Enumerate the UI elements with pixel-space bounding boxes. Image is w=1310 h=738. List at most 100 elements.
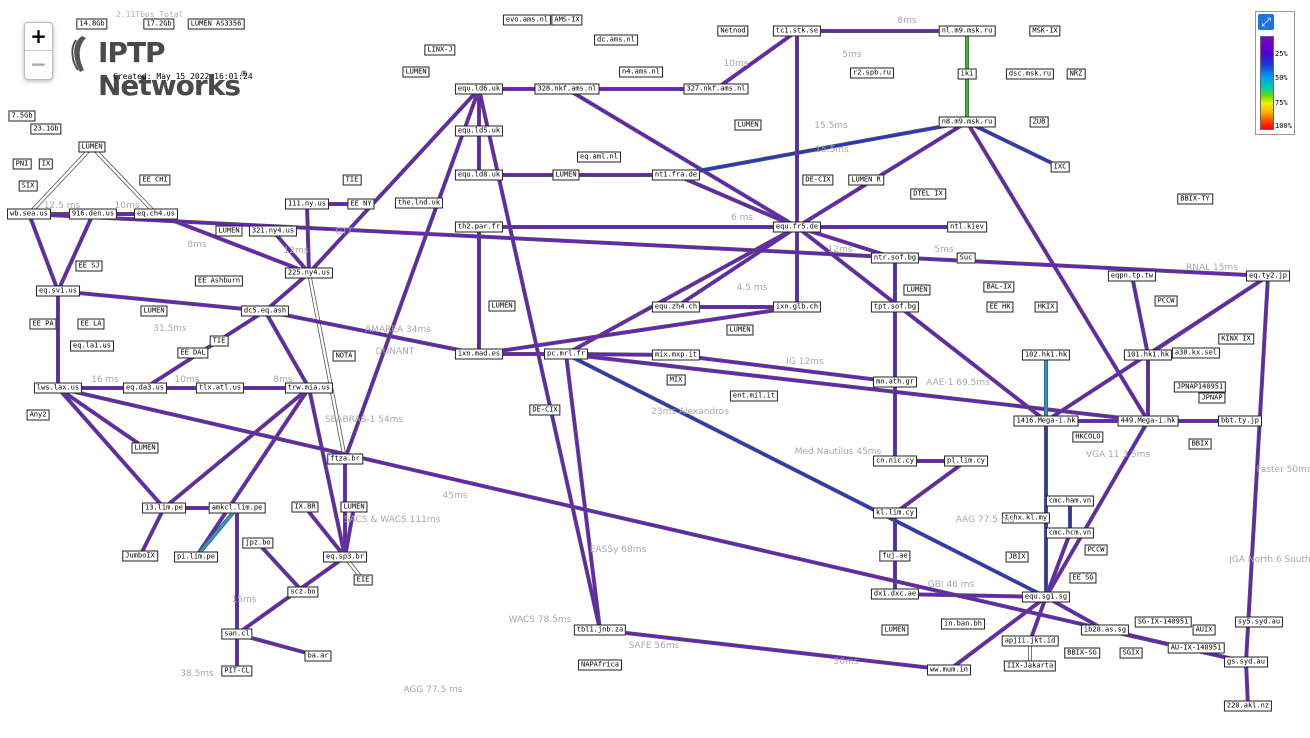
link-ny111-ny225[interactable] xyxy=(305,203,311,274)
node-sgix140951[interactable]: SG-IX-140951 xyxy=(1134,616,1192,628)
node-pi-lim[interactable]: pi.lim.pe xyxy=(174,551,218,563)
node-wb-sea[interactable]: wb.sea.us xyxy=(7,208,51,220)
node-ee-sj[interactable]: EE SJ xyxy=(75,260,103,272)
link-ny321-ny225[interactable] xyxy=(272,230,310,274)
node-sixa[interactable]: SIX xyxy=(18,180,38,192)
node-jpnap[interactable]: JPNAP xyxy=(1198,392,1226,404)
node-evo-ams[interactable]: evo.ams.nl xyxy=(502,14,552,26)
link-lws_lax-lumen_mid[interactable] xyxy=(57,387,146,449)
node-pl-lim[interactable]: pl.lim.cy xyxy=(944,455,988,467)
node-n8-m9[interactable]: n8.m9.msk.ru xyxy=(938,116,996,128)
node-bbix-ty[interactable]: BBIX-TY xyxy=(1177,193,1213,205)
node-ba-ar[interactable]: ba.ar xyxy=(304,650,332,662)
node-pc-mrl[interactable]: pc.mrl.fr xyxy=(544,348,588,360)
node-nkf327[interactable]: 327.nkf.ams.nl xyxy=(683,83,749,95)
node-gs-syd[interactable]: gs.syd.au xyxy=(1224,656,1268,668)
link-pc_mrl-tbl_jnb[interactable] xyxy=(564,353,602,631)
node-eq-sg1[interactable]: equ.sg1.sg xyxy=(1021,591,1071,603)
node-akl220[interactable]: 220.akl.nz xyxy=(1223,700,1273,712)
node-lumen-par[interactable]: LUMEN xyxy=(488,300,516,312)
node-nt1-fra[interactable]: nt1.fra.de xyxy=(651,169,701,181)
node-th2-par[interactable]: th2.par.fr xyxy=(454,221,504,233)
node-dtel[interactable]: DTEL IX xyxy=(910,188,946,200)
node-mix-mxp[interactable]: mix.mxp.it xyxy=(651,349,701,361)
node-ee-pa[interactable]: EE PA xyxy=(29,318,57,330)
node-tlx-atl[interactable]: tlx.atl.us xyxy=(195,382,245,394)
node-trw-mia[interactable]: trw.mia.us xyxy=(284,382,334,394)
link-eq_sv1-dc5[interactable] xyxy=(57,289,266,313)
zoom-out-button[interactable]: − xyxy=(25,50,52,78)
node-nkf328[interactable]: 328.nkf.ams.nl xyxy=(534,83,600,95)
link-dc5-ixn_mad[interactable] xyxy=(264,309,480,356)
link-dgn-eq_sv1[interactable] xyxy=(56,213,95,292)
node-zub[interactable]: ZUB xyxy=(1029,116,1049,128)
link-hk449-eq_sg1[interactable] xyxy=(1044,420,1150,598)
node-bbix-sg[interactable]: BBIX-SG xyxy=(1064,647,1100,659)
node-jpz-bo[interactable]: jpz.bo xyxy=(242,537,274,549)
node-tc1-stk[interactable]: tc1.stk.se xyxy=(772,25,822,37)
link-nt1_fra-eq_fr5[interactable] xyxy=(675,173,798,229)
node-ee-sg[interactable]: EE SG xyxy=(1069,572,1097,584)
node-cmc-hcm[interactable]: cmc.hcm.vn xyxy=(1045,527,1095,539)
node-ix[interactable]: IX xyxy=(38,158,54,170)
node-eqpn-ty[interactable]: eqpn.tp.tw xyxy=(1107,270,1157,282)
node-dx1-dxc[interactable]: dx1.dxc.ae xyxy=(870,588,920,600)
link-gs_syd-akl220[interactable] xyxy=(1244,661,1250,707)
node-tchx-kl[interactable]: tchx.kl.my xyxy=(1001,512,1051,524)
node-sgix[interactable]: SGIX xyxy=(1119,647,1143,659)
node-iix-jkt[interactable]: IIX-Jakarta xyxy=(1003,660,1057,672)
node-iki[interactable]: iki xyxy=(957,68,977,80)
node-pccw-a[interactable]: PCCW xyxy=(1154,295,1178,307)
node-jpnap140951[interactable]: JPNAP140951 xyxy=(1173,381,1227,393)
link-hk1416-eq_ty2[interactable] xyxy=(1045,274,1269,423)
node-ix-br[interactable]: IX.BR xyxy=(291,501,319,513)
node-sy5-syd[interactable]: sy5.syd.au xyxy=(1234,616,1284,628)
link-eq_zh4-eq_fr5[interactable] xyxy=(675,225,798,309)
link-eq_sp3-lumen_br[interactable] xyxy=(343,506,356,558)
link-n8_m9-hk449[interactable] xyxy=(965,121,1150,422)
node-mix[interactable]: MIX xyxy=(666,374,686,386)
link-trw_mia-dc5[interactable] xyxy=(263,310,311,389)
link-eq_ty2-gs_syd[interactable] xyxy=(1244,275,1270,663)
node-hk449[interactable]: 449.Mega-i.hk xyxy=(1117,415,1179,427)
node-lim13[interactable]: 13.lim.pe xyxy=(142,502,186,514)
link-eq_ch4-lumen_top[interactable] xyxy=(91,146,157,215)
link-pc_mrl-hk449[interactable] xyxy=(565,352,1149,423)
node-msk-ix[interactable]: MSK-IX xyxy=(1029,25,1061,37)
node-dsc-msk[interactable]: dsc.msk.ru xyxy=(1005,68,1055,80)
node-hkcolo[interactable]: HKCOLO xyxy=(1072,431,1104,443)
node-cn-nic[interactable]: cn.nic.cy xyxy=(873,455,917,467)
node-cmc-ham[interactable]: cmc.ham.vn xyxy=(1045,495,1095,507)
node-amkcl[interactable]: amkcl.lim.pe xyxy=(208,502,266,514)
link-jpz_bo-scz_bo[interactable] xyxy=(257,542,304,593)
node-ee-chi[interactable]: EE CHI xyxy=(139,174,171,186)
node-n4-ams[interactable]: n4.ams.nl xyxy=(619,66,663,78)
node-lumen-ams[interactable]: LUMEN xyxy=(734,119,762,131)
node-r2-spb[interactable]: r2.spb.ru xyxy=(850,67,894,79)
node-ww-mum[interactable]: ww.mum.in xyxy=(927,664,971,676)
node-jumboix[interactable]: JumboIX xyxy=(122,550,158,562)
link-kl_lim-pl_lim[interactable] xyxy=(894,460,967,514)
link-lim13-jumboix[interactable] xyxy=(138,507,166,557)
node-netnod[interactable]: Netnod xyxy=(717,25,749,37)
link-n8_m9-ixc[interactable] xyxy=(966,120,1061,169)
node-lumen-dxb[interactable]: LUMEN xyxy=(881,624,909,636)
node-suc[interactable]: Suc xyxy=(956,252,976,264)
fullscreen-icon[interactable]: ⤢ xyxy=(1258,14,1274,30)
node-in-ban[interactable]: in.ban.bh xyxy=(941,618,985,630)
node-ny111[interactable]: 111.ny.us xyxy=(285,198,329,210)
node-ee-la[interactable]: EE LA xyxy=(77,318,105,330)
node-eq-da3[interactable]: eq.da3.us xyxy=(123,382,167,394)
node-eq-ld8[interactable]: equ.ld8.uk xyxy=(454,169,504,181)
link-ny225-eq_ld6[interactable] xyxy=(308,88,480,274)
node-hk101[interactable]: 101.hk1.hk xyxy=(1123,349,1173,361)
node-lws-lax[interactable]: lws.lax.us xyxy=(33,382,83,394)
node-eq-la1[interactable]: eq.la1.us xyxy=(70,340,114,352)
node-napafrica[interactable]: NAPAfrica xyxy=(578,659,622,671)
node-any2[interactable]: Any2 xyxy=(26,409,50,421)
node-ny321[interactable]: 321.ny4.us xyxy=(248,225,298,237)
node-hk102[interactable]: 102.hk1.hk xyxy=(1021,349,1071,361)
node-tie-a[interactable]: TIE xyxy=(209,335,229,347)
link-trw_mia-eq_sp3[interactable] xyxy=(307,387,347,558)
link-ftza-eq_ld6[interactable] xyxy=(343,88,481,460)
